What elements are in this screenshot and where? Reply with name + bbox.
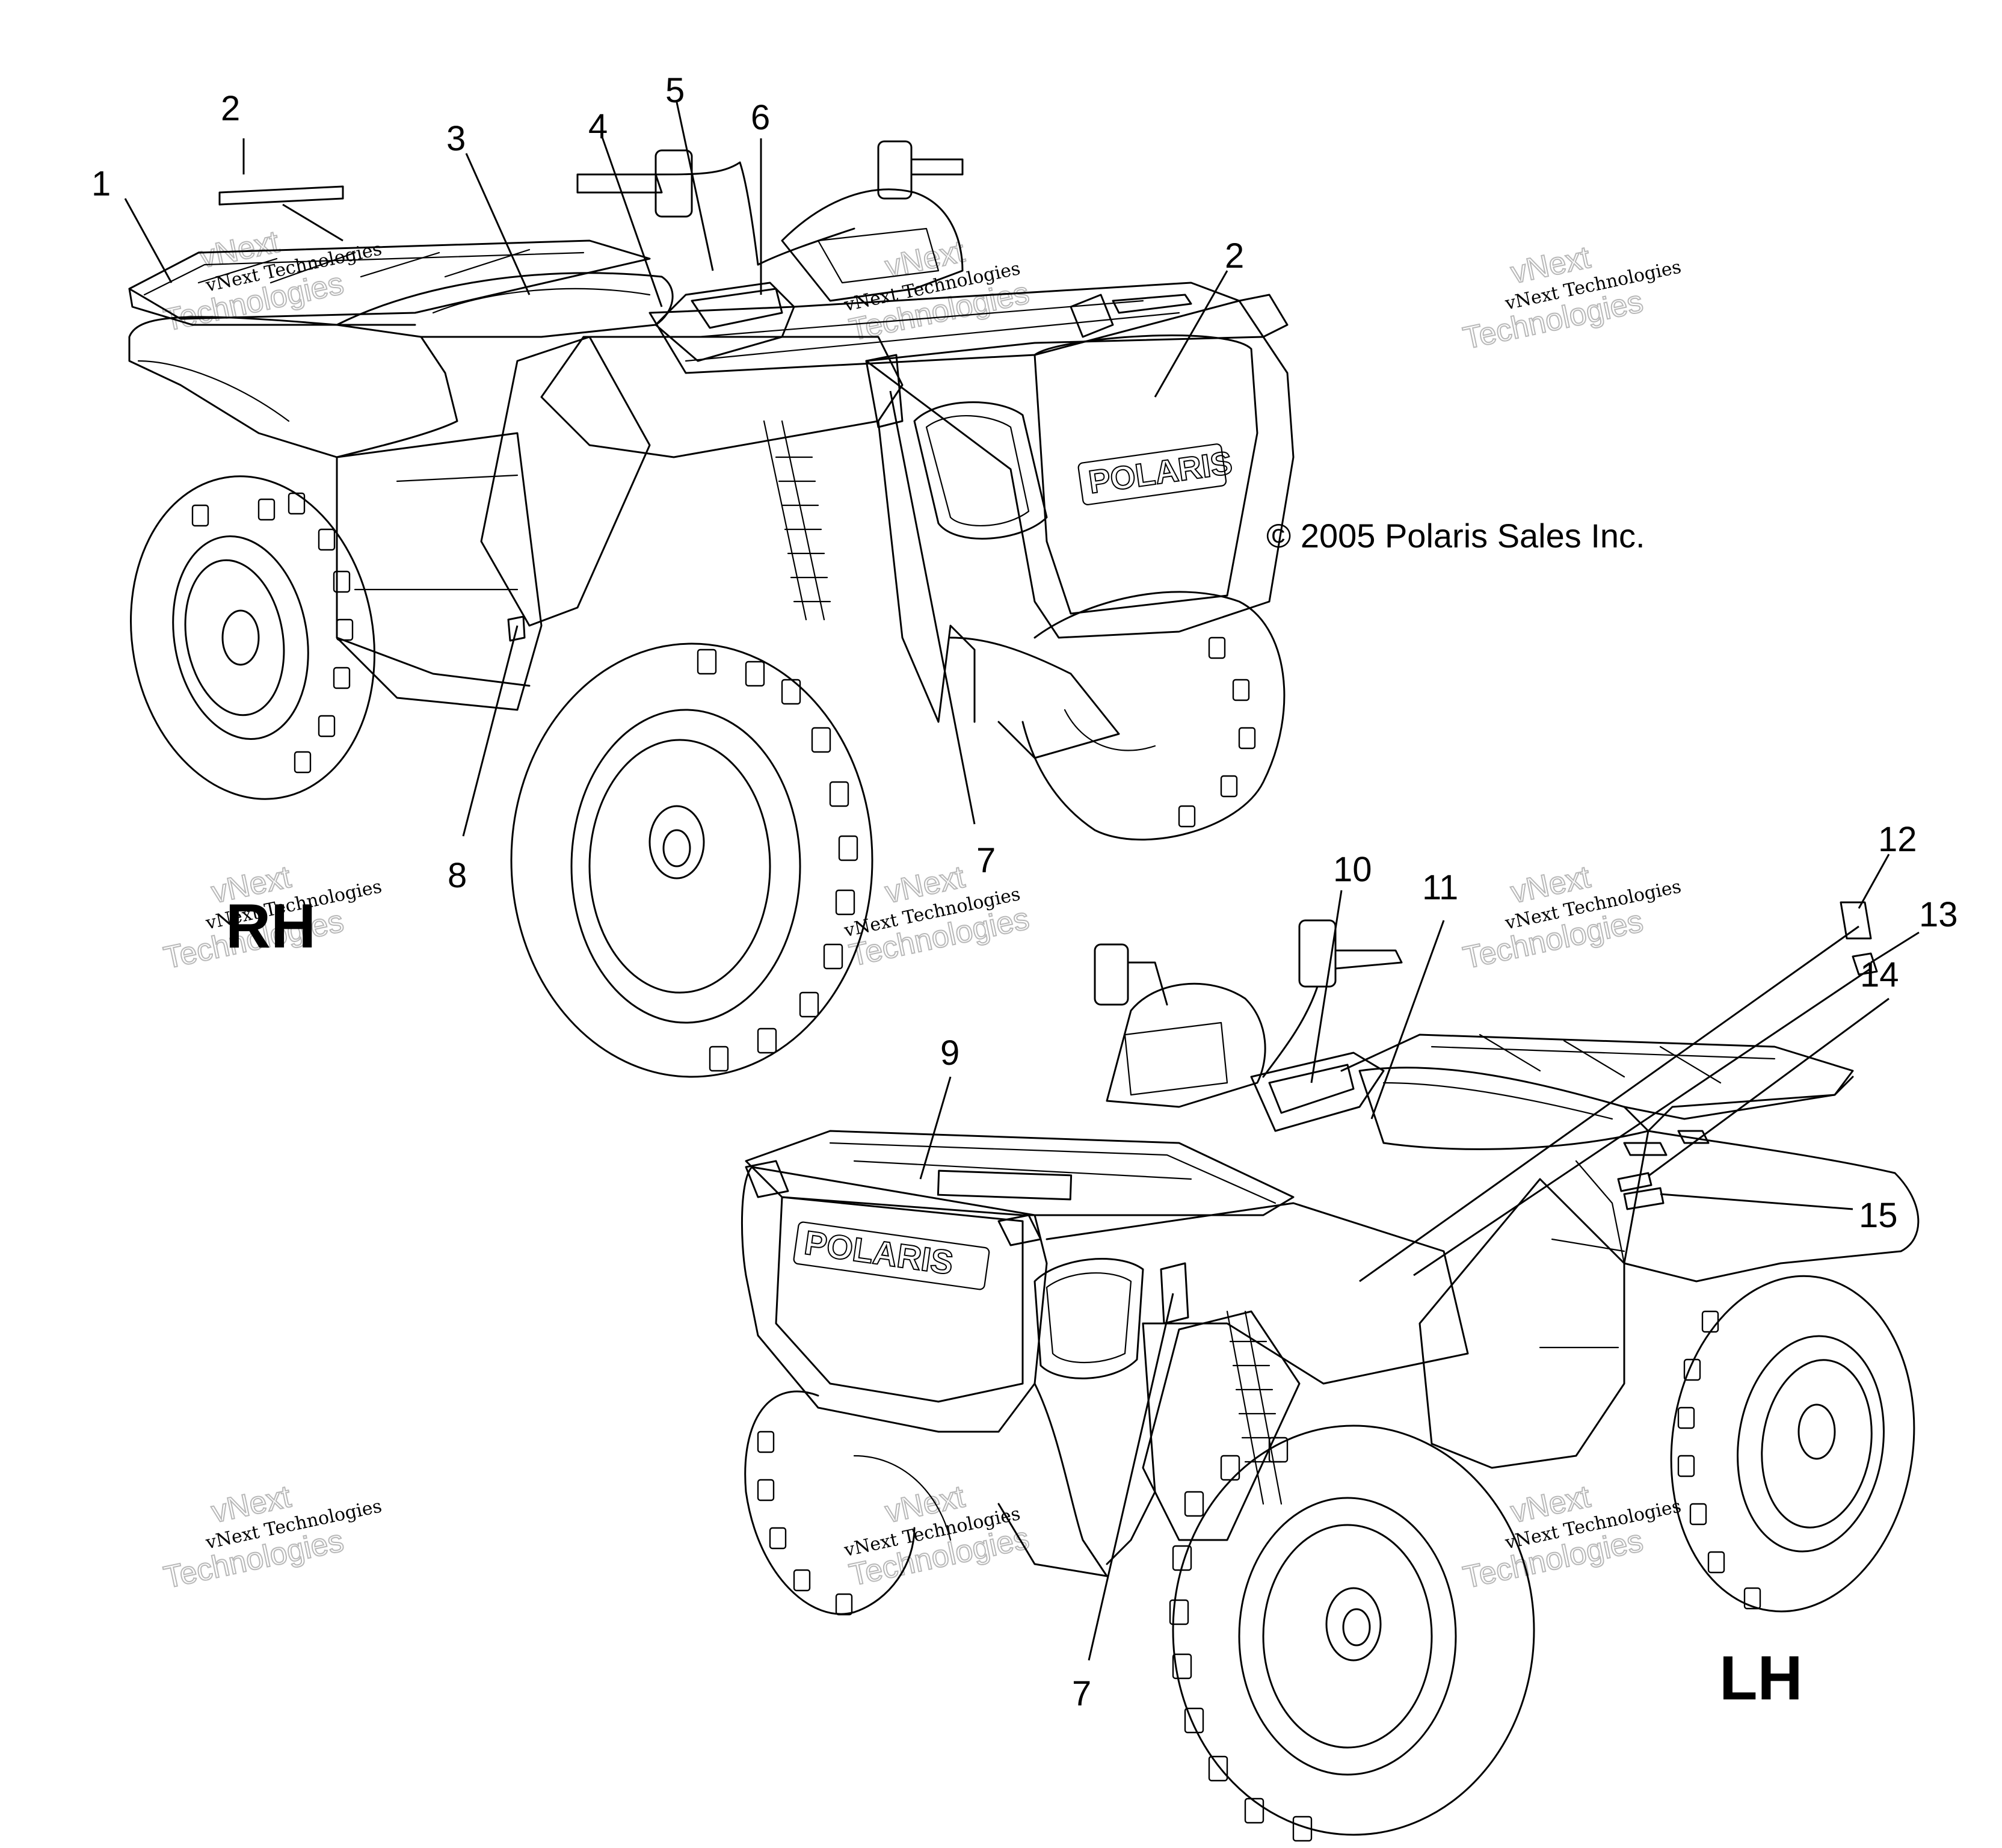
decal-2-part xyxy=(218,185,344,206)
callout-2-rear: 2 xyxy=(221,89,240,128)
atv-rh-illustration: POLARIS xyxy=(128,140,1295,1078)
callout-3: 3 xyxy=(446,119,466,158)
callout-4: 4 xyxy=(588,107,608,146)
front-tire-tread-rh xyxy=(697,648,858,1072)
callouts: 1 2 3 4 5 6 2 8 7 9 10 11 12 13 14 15 7 xyxy=(91,71,1958,1713)
callout-8: 8 xyxy=(448,856,467,895)
callout-14: 14 xyxy=(1860,955,1899,994)
callout-5: 5 xyxy=(665,71,685,110)
svg-text:POLARIS: POLARIS xyxy=(1086,445,1234,500)
watermark: vNext vNext Technologies Technologies xyxy=(842,1479,1032,1594)
watermark: vNext vNext Technologies Technologies xyxy=(1459,239,1683,357)
callout-7-lh: 7 xyxy=(1072,1674,1091,1713)
callout-6: 6 xyxy=(751,98,770,137)
callout-15: 15 xyxy=(1859,1196,1898,1235)
svg-text:POLARIS: POLARIS xyxy=(802,1224,955,1282)
decal-7-part-lh xyxy=(1160,1262,1189,1325)
decal-12-part xyxy=(1840,901,1872,940)
callout-1: 1 xyxy=(91,164,111,203)
decal-markers xyxy=(218,185,1878,1325)
callout-11: 11 xyxy=(1422,868,1458,907)
callout-2-front: 2 xyxy=(1225,236,1244,276)
callout-7-rh: 7 xyxy=(976,841,996,880)
decal-14-part xyxy=(1617,1172,1652,1192)
front-tire-tread-lh xyxy=(1169,1437,1313,1842)
watermark: vNext vNext Technologies Technologies xyxy=(1459,1479,1683,1596)
watermark: vNext vNext Technologies Technologies xyxy=(842,859,1032,974)
brand-logo-lh: POLARIS xyxy=(793,1221,990,1290)
brand-logo-rh: POLARIS xyxy=(1077,443,1235,505)
copyright-notice: © 2005 Polaris Sales Inc. xyxy=(1266,517,1645,555)
view-label-lh: LH xyxy=(1719,1643,1803,1713)
watermark: vNext vNext Technologies Technologies xyxy=(842,233,1032,348)
atv-lh-illustration: POLARIS xyxy=(741,919,1920,1842)
callout-9: 9 xyxy=(940,1033,959,1073)
far-tire-tread-rh xyxy=(1178,636,1256,828)
decal-7-part-rh xyxy=(865,354,904,428)
view-label-rh: RH xyxy=(226,892,316,961)
rear-tire-tread-lh xyxy=(1677,1310,1761,1610)
callout-13: 13 xyxy=(1919,895,1958,934)
decal-8-part xyxy=(507,615,526,642)
rear-tire-tread-rh xyxy=(191,492,354,774)
callout-12: 12 xyxy=(1878,820,1917,859)
watermark-group: vNext vNext Technologies Technologies vN… xyxy=(160,224,1683,1596)
far-tire-tread-lh xyxy=(757,1431,853,1616)
decal-13-part xyxy=(1852,952,1878,976)
watermark: vNext vNext Technologies Technologies xyxy=(160,1479,384,1596)
watermark: vNext vNext Technologies Technologies xyxy=(1459,859,1683,976)
callout-10: 10 xyxy=(1333,850,1372,889)
leader-lines xyxy=(124,102,1920,1661)
decal-15-part xyxy=(1623,1187,1665,1210)
